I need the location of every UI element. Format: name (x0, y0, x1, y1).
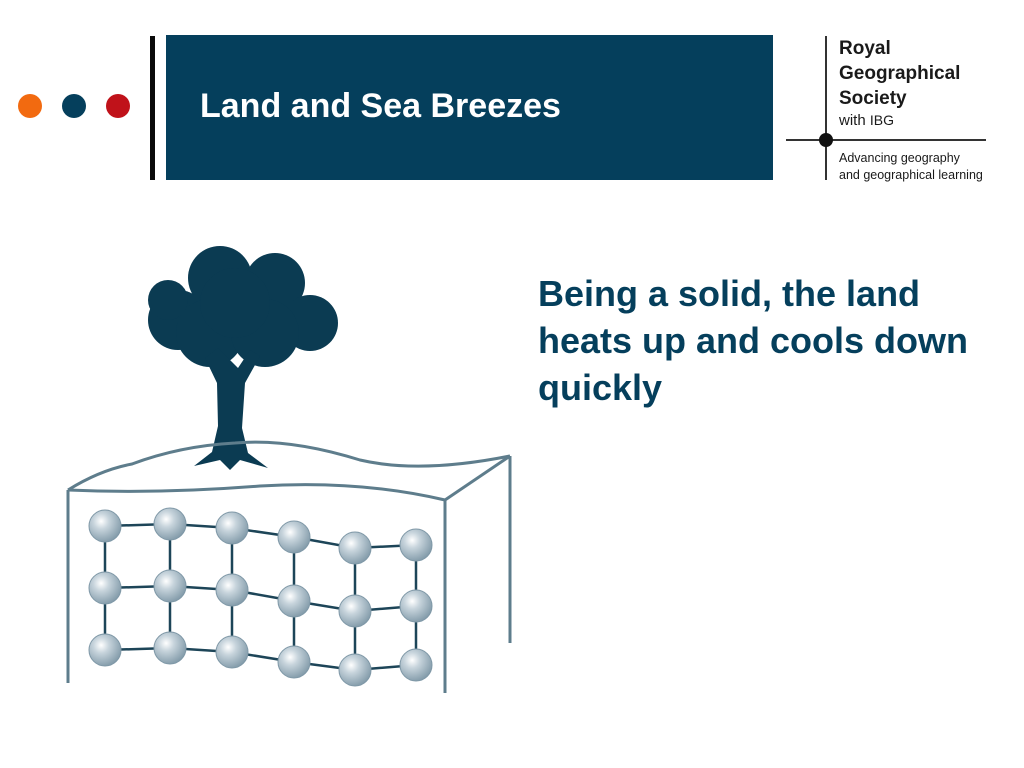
tree-icon (148, 246, 338, 470)
particle (338, 594, 372, 628)
orange-dot (18, 94, 42, 118)
slide-title: Land and Sea Breezes (200, 87, 561, 125)
title-bar: Land and Sea Breezes (166, 35, 773, 180)
logo-vertical-line (825, 36, 827, 180)
particles (88, 507, 433, 687)
particle (399, 528, 433, 562)
particle (277, 584, 311, 618)
particle (215, 573, 249, 607)
particle (88, 571, 122, 605)
teal-dot (62, 94, 86, 118)
body-text: Being a solid, the land heats up and coo… (538, 273, 969, 408)
particle (153, 569, 187, 603)
particle (88, 633, 122, 667)
logo-horizontal-line (786, 139, 986, 141)
particle (399, 589, 433, 623)
particle (338, 653, 372, 687)
particle (277, 645, 311, 679)
particle (215, 511, 249, 545)
logo-with: with IBG (839, 112, 894, 129)
particle (153, 507, 187, 541)
particle (153, 631, 187, 665)
land-block (66, 440, 512, 693)
particle (338, 531, 372, 565)
particle (277, 520, 311, 554)
logo-name: Royal Geographical Society (839, 38, 961, 109)
particle (399, 648, 433, 682)
divider-bar (150, 36, 155, 180)
red-dot (106, 94, 130, 118)
particle (88, 509, 122, 543)
particle (215, 635, 249, 669)
logo-tagline: Advancing geography and geographical lea… (839, 151, 983, 182)
logo-dot (819, 133, 833, 147)
rgs-logo: Royal Geographical Society with IBG Adva… (786, 36, 996, 186)
land-illustration (66, 246, 512, 693)
